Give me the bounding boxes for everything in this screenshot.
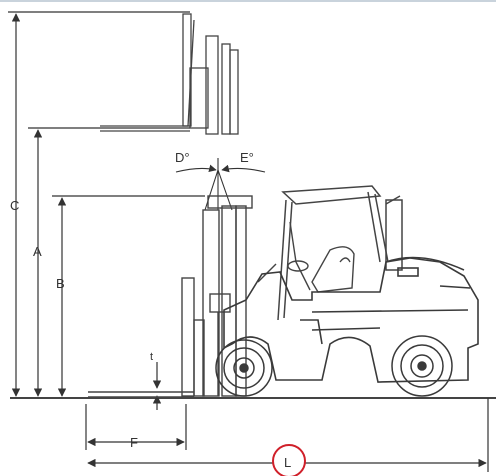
- label-f: F: [130, 435, 138, 450]
- dimension-b: [52, 195, 205, 397]
- highlight-circle: [272, 444, 306, 476]
- overhead-guard: [277, 185, 403, 321]
- label-e: E°: [240, 150, 254, 165]
- label-b: B: [56, 276, 65, 291]
- dimension-f: [85, 404, 187, 450]
- dimension-c: [8, 11, 190, 397]
- mast: [202, 195, 253, 397]
- label-l: L: [284, 455, 291, 470]
- rear-wheel: [391, 335, 453, 397]
- chassis: [223, 256, 479, 383]
- label-t: t: [150, 351, 153, 363]
- raised-mast: [100, 13, 239, 135]
- dimension-tilt: [175, 158, 266, 211]
- operator-area: [257, 221, 355, 293]
- front-wheel: [215, 339, 273, 397]
- forks: [88, 277, 205, 398]
- label-c: C: [10, 198, 19, 213]
- dimension-a: [28, 127, 190, 397]
- label-a: A: [33, 244, 42, 259]
- label-d: D°: [175, 150, 190, 165]
